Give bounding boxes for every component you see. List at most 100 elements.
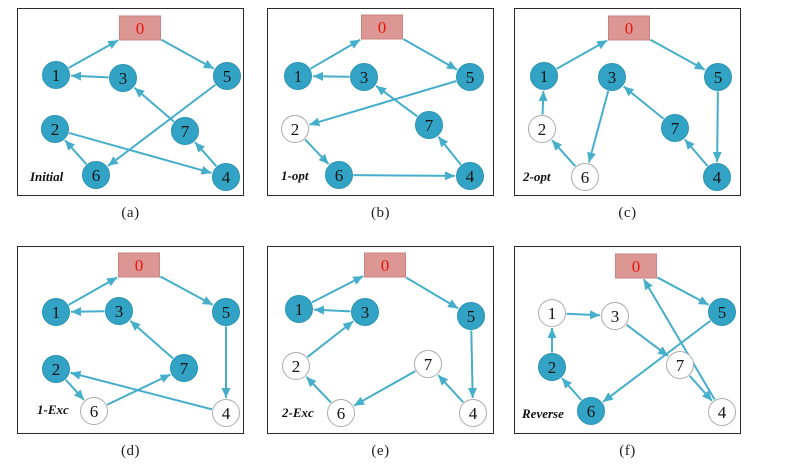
- node-4: 4: [456, 162, 484, 190]
- node-4: 4: [212, 399, 240, 427]
- edge-6-2: [64, 139, 88, 165]
- node-0: 0: [361, 14, 403, 40]
- edge-7-3: [129, 320, 174, 360]
- node-0: 0: [118, 252, 160, 278]
- edge-0-5: [649, 38, 706, 71]
- node-1-number: 1: [52, 303, 61, 322]
- node-1-number: 1: [295, 300, 304, 319]
- caption-b: (b): [371, 205, 390, 221]
- node-1-number: 1: [540, 67, 549, 86]
- customer-node-filled: [704, 63, 732, 91]
- node-7: 7: [415, 111, 443, 139]
- node-4: 4: [708, 398, 736, 426]
- node-5: 5: [708, 298, 736, 326]
- operator-label-a: Initial: [29, 169, 64, 184]
- customer-node-filled: [456, 63, 484, 91]
- customer-node-filled: [212, 163, 240, 191]
- customer-node-filled: [530, 62, 558, 90]
- node-7: 7: [661, 114, 689, 142]
- node-1: 1: [538, 299, 566, 327]
- node-4-number: 4: [713, 168, 722, 187]
- edge-5-4: [712, 91, 722, 163]
- edge-4-7: [437, 374, 464, 403]
- customer-node-filled: [42, 61, 70, 89]
- customer-node-filled: [325, 161, 353, 189]
- customer-node-open: [601, 302, 629, 330]
- edge-0-5: [160, 38, 215, 70]
- node-7: 7: [170, 354, 198, 382]
- node-7-number: 7: [676, 356, 685, 375]
- node-2-number: 2: [548, 358, 557, 377]
- edge-1-0: [68, 276, 118, 306]
- customer-node-filled: [213, 62, 241, 90]
- node-7-number: 7: [424, 355, 433, 374]
- customer-node-filled: [171, 117, 199, 145]
- customer-node-open: [528, 115, 556, 143]
- node-7-number: 7: [181, 122, 190, 141]
- edge-0-5: [405, 276, 459, 310]
- caption-a: (a): [121, 205, 140, 221]
- node-3: 3: [598, 63, 626, 91]
- node-2-number: 2: [51, 120, 60, 139]
- edge-4-2: [70, 370, 213, 411]
- node-6: 6: [82, 161, 110, 189]
- node-2: 2: [538, 353, 566, 381]
- edge-2-4: [68, 131, 212, 175]
- operator-label-e: 2-Exc: [281, 405, 314, 420]
- node-6-number: 6: [337, 404, 346, 423]
- node-6: 6: [327, 399, 355, 427]
- node-4-number: 4: [466, 167, 475, 186]
- node-7-number: 7: [425, 116, 434, 135]
- customer-node-filled: [351, 298, 379, 326]
- node-1-number: 1: [52, 66, 61, 85]
- node-6: 6: [325, 161, 353, 189]
- customer-node-filled: [42, 355, 70, 383]
- node-2-number: 2: [52, 360, 61, 379]
- customer-node-filled: [42, 298, 70, 326]
- edge-3-1: [313, 305, 351, 315]
- node-0: 0: [119, 15, 161, 41]
- operator-label-d: 1-Exc: [37, 402, 69, 417]
- edge-7-3: [133, 86, 175, 123]
- node-2: 2: [42, 355, 70, 383]
- node-5-number: 5: [466, 68, 475, 87]
- node-0-number: 0: [136, 19, 145, 38]
- node-0-number: 0: [625, 19, 634, 38]
- edge-0-5: [656, 276, 710, 306]
- node-6-number: 6: [587, 402, 596, 421]
- node-5-number: 5: [222, 303, 231, 322]
- customer-node-filled: [703, 163, 731, 191]
- edge-6-2: [305, 376, 332, 404]
- customer-node-filled: [598, 63, 626, 91]
- node-5-number: 5: [714, 68, 723, 87]
- edge-6-7: [106, 373, 171, 406]
- edge-6-4: [353, 171, 456, 181]
- node-4: 4: [212, 163, 240, 191]
- edge-0-5: [159, 275, 214, 306]
- node-4-number: 4: [718, 403, 727, 422]
- node-3-number: 3: [115, 302, 124, 321]
- customer-node-filled: [109, 64, 137, 92]
- node-0: 0: [615, 253, 657, 279]
- customer-node-filled: [661, 114, 689, 142]
- customer-node-open: [80, 397, 108, 425]
- edge-1-0: [311, 275, 364, 304]
- node-5: 5: [212, 298, 240, 326]
- edge-1-0: [310, 38, 361, 70]
- node-5-number: 5: [467, 307, 476, 326]
- depot-rect: [119, 15, 161, 41]
- edge-6-2: [561, 377, 583, 401]
- edge-3-1: [312, 71, 350, 81]
- node-3: 3: [351, 298, 379, 326]
- node-0: 0: [364, 252, 406, 278]
- node-3-number: 3: [119, 69, 128, 88]
- node-7: 7: [171, 117, 199, 145]
- node-3-number: 3: [611, 307, 620, 326]
- customer-node-open: [459, 399, 487, 427]
- customer-node-filled: [708, 298, 736, 326]
- customer-node-filled: [170, 354, 198, 382]
- node-7-number: 7: [180, 359, 189, 378]
